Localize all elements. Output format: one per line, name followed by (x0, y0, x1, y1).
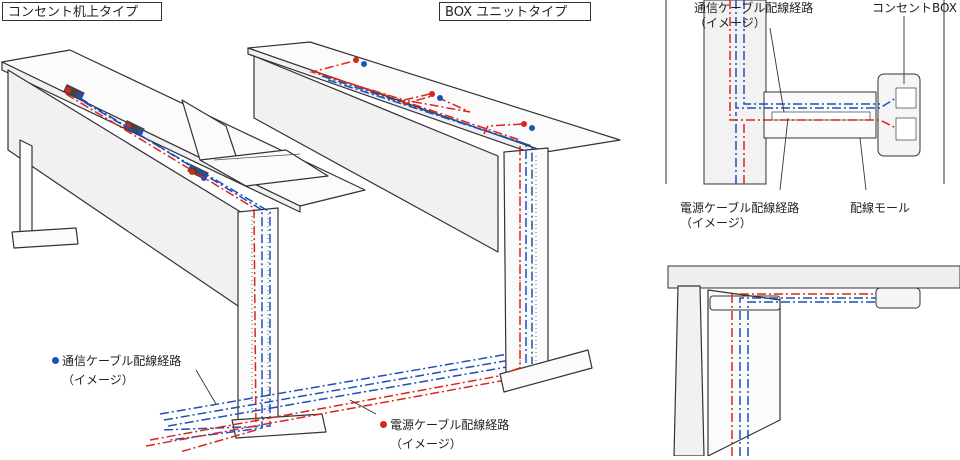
desk-top-section (667, 265, 960, 289)
detail-comm-route-label: 通信ケーブル配線経路 (694, 1, 814, 15)
comm-dot-icon (52, 357, 59, 364)
modesty-panel-right (253, 55, 499, 253)
header-outlet-type: コンセント机上タイプ (2, 2, 162, 21)
floor-cable-routes (145, 351, 525, 447)
power-route-note: （イメージ） (390, 437, 462, 451)
desk-foot-back-left (11, 227, 79, 249)
detail-power-route-note: （イメージ） (680, 216, 752, 230)
power-dot-icon (380, 421, 387, 428)
wiring-mall-section (709, 295, 781, 311)
detail-top-view (665, 0, 945, 191)
desk-outlet-on-top (1, 49, 366, 453)
panel-section (673, 285, 705, 457)
header-box-unit-type: BOX ユニットタイプ (439, 2, 591, 21)
leg-section (707, 289, 781, 457)
detail-side-view (667, 265, 960, 457)
desk-box-unit (247, 41, 621, 393)
detail-power-route-label: 電源ケーブル配線経路 (680, 201, 800, 215)
laptop-icon (181, 99, 329, 187)
power-route-label: 電源ケーブル配線経路 (380, 418, 509, 433)
desk-leg-back-left (19, 139, 33, 239)
desk-leg-front-left (237, 207, 279, 423)
detail-comm-route-note: （イメージ） (694, 16, 766, 30)
wiring-mall-label: 配線モール (850, 201, 911, 215)
outlet-box-detail (877, 73, 921, 157)
comm-route-note: （イメージ） (62, 373, 134, 387)
desk-foot-right (499, 349, 593, 393)
outlet-box-section (875, 287, 921, 309)
panel-detail (703, 0, 767, 185)
outlet-box-label: コンセントBOX (872, 1, 957, 15)
comm-route-label: 通信ケーブル配線経路 (52, 354, 181, 369)
